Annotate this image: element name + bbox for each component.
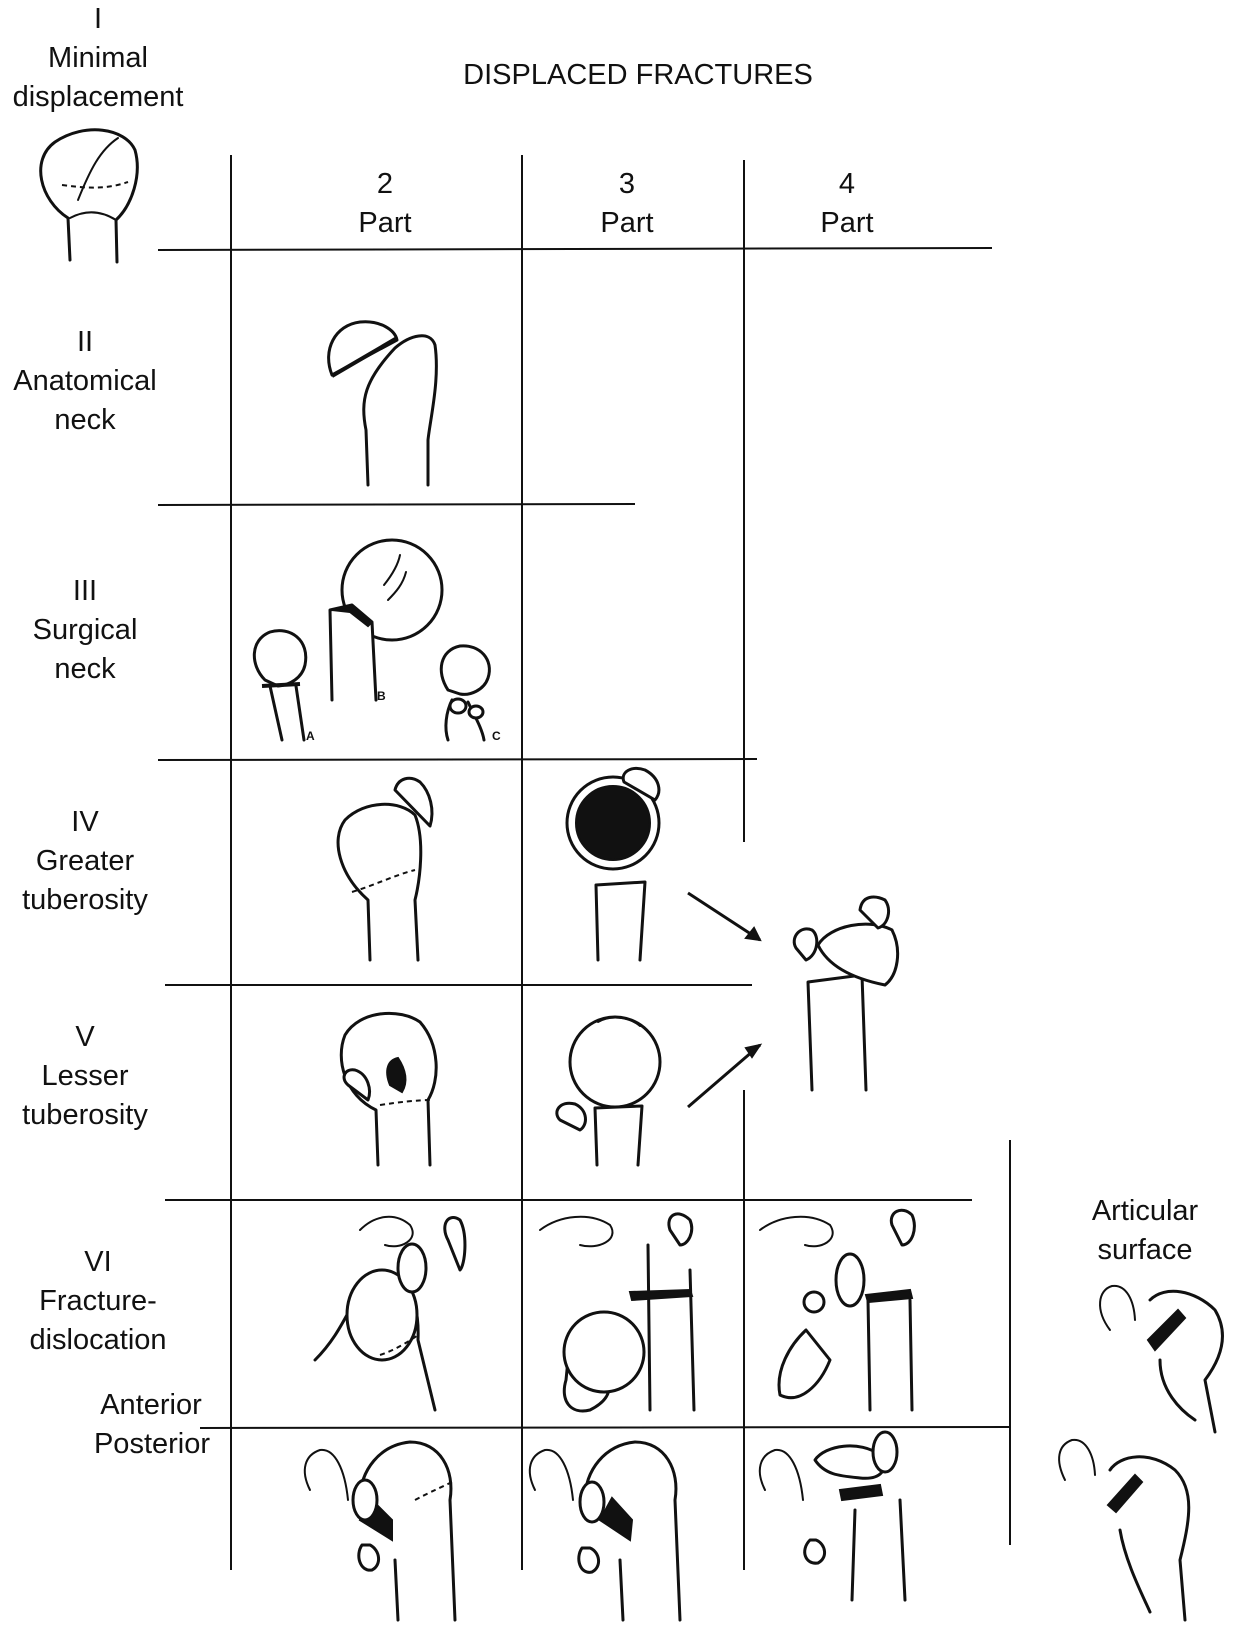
anterior-label: Anterior [100,1389,202,1421]
row-numeral: V [75,1021,95,1053]
articular-surface-illustration [1058,1284,1224,1622]
row-label-line: Fracture- [39,1285,157,1317]
subtype-c-label: C [492,729,501,743]
displaced-fractures-title: DISPLACED FRACTURES [463,59,813,91]
column-3-word: Part [600,207,654,239]
greater-tuberosity-illustration [336,766,661,962]
four-part-illustration [687,891,900,1109]
row-label-line: Surgical [32,614,138,646]
column-4-part: 4 Part [802,165,892,243]
column-2-part: 2 Part [340,165,430,243]
lesser-tuberosity-illustration [339,1011,662,1167]
anatomical-neck-illustration [327,320,438,487]
row-label-line: displacement [12,81,184,113]
row-label-line: dislocation [29,1324,167,1356]
articular-surface-label: Articular surface [1070,1192,1220,1270]
posterior-dislocation-illustration [303,1430,907,1622]
row-label-line: Lesser [41,1060,129,1092]
row-label-minimal-displacement: I Minimal displacement [0,0,196,117]
row-label-line: neck [54,404,116,436]
surgical-neck-illustration: A B C [252,538,501,743]
column-2-number: 2 [376,168,394,200]
subtype-b-label: B [377,689,386,703]
grid-lines [157,155,1011,1570]
row-numeral: III [72,575,98,607]
column-4-number: 4 [838,168,856,200]
row-label-line: Anatomical [13,365,157,397]
row-numeral: II [76,326,94,358]
column-4-word: Part [820,207,874,239]
row-label-line: tuberosity [22,884,148,916]
row-numeral: IV [71,806,99,838]
row-label-greater-tuberosity: IV Greater tuberosity [0,803,170,920]
column-2-word: Part [358,207,412,239]
row-label-surgical-neck: III Surgical neck [0,572,170,689]
column-3-part: 3 Part [582,165,672,243]
articular-surface-line: Articular [1091,1195,1199,1227]
row-label-line: neck [54,653,116,685]
articular-surface-line: surface [1097,1234,1193,1266]
column-3-number: 3 [618,168,636,200]
posterior-label: Posterior [93,1428,211,1460]
row-label-anatomical-neck: II Anatomical neck [0,323,170,440]
minimal-displacement-illustration [39,128,139,264]
row-label-line: tuberosity [22,1099,148,1131]
row-numeral: I [93,3,103,35]
row-label-line: Minimal [48,42,148,74]
row-label-lesser-tuberosity: V Lesser tuberosity [0,1018,170,1135]
subtype-a-label: A [306,729,315,743]
row-numeral: VI [84,1246,112,1278]
row-label-line: Greater [35,845,135,877]
row-label-fracture-dislocation: VI Fracture- dislocation [0,1243,196,1360]
anterior-dislocation-illustration [313,1208,916,1413]
